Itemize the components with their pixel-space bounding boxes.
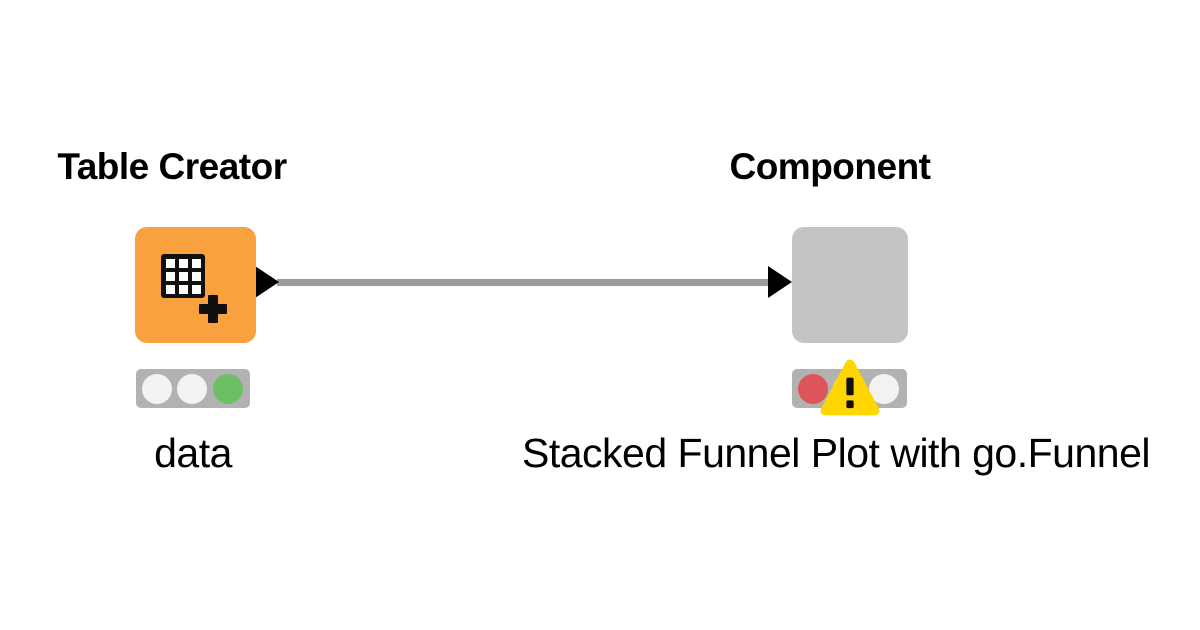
status-light-yellow-off	[177, 374, 207, 404]
node-body-table-creator[interactable]	[135, 227, 256, 343]
node-label-table-creator: data	[154, 430, 232, 476]
node-body-component[interactable]	[792, 227, 908, 343]
status-light-green-off	[869, 374, 899, 404]
node-title-table-creator: Table Creator	[57, 146, 287, 187]
node-title-component: Component	[729, 146, 931, 187]
status-traffic-light-table-creator	[136, 369, 250, 408]
warning-exclamation-triangle-icon	[820, 359, 880, 416]
table-plus-icon	[161, 254, 227, 323]
status-light-red-on	[798, 374, 828, 404]
status-light-green-on	[213, 374, 243, 404]
status-light-red-off	[142, 374, 172, 404]
input-port-icon[interactable]	[768, 266, 792, 298]
node-label-component: Stacked Funnel Plot with go.Funnel	[522, 430, 1151, 476]
connection-edge[interactable]	[277, 279, 769, 286]
output-port-icon[interactable]	[255, 266, 279, 298]
